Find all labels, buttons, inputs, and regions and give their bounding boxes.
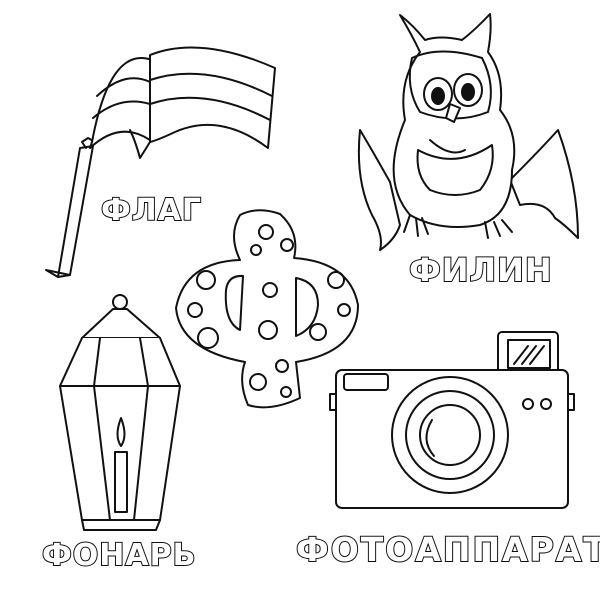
word-owl: ФИЛИН <box>408 251 553 289</box>
lantern-icon <box>59 294 181 531</box>
flag-icon <box>45 46 276 278</box>
camera-icon <box>329 331 575 509</box>
owl-icon <box>357 13 579 251</box>
word-flag: ФЛАГ <box>100 193 203 228</box>
letter-f-icon <box>175 209 359 409</box>
word-lantern: ФОНАРЬ <box>41 538 197 573</box>
word-camera: ФОТОАППАРАТ <box>295 530 600 569</box>
